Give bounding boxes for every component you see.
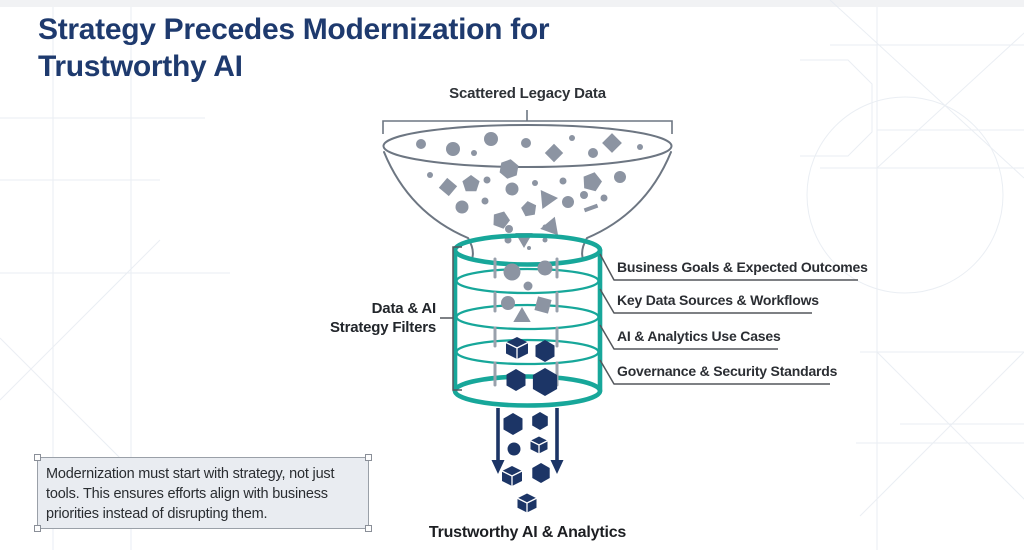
scatter-shapes-layer bbox=[416, 132, 643, 250]
circle-shape bbox=[507, 442, 521, 456]
strategy-filters-label-line1: Data & AI bbox=[371, 300, 437, 317]
circle-shape bbox=[527, 246, 531, 250]
cylinder-motion-dashes bbox=[493, 257, 559, 387]
trustworthy-ai-label: Trustworthy AI & Analytics bbox=[428, 524, 627, 541]
filter-label-ai-analytics-use-cases: AI & Analytics Use Cases bbox=[617, 328, 781, 344]
triangle-shape bbox=[540, 216, 559, 236]
circle-shape bbox=[471, 150, 477, 156]
circle-shape bbox=[455, 200, 469, 214]
circle-shape bbox=[483, 176, 491, 184]
triangle-shape bbox=[515, 233, 533, 248]
hexagon-shape bbox=[532, 412, 548, 430]
pentagon-shape bbox=[583, 172, 602, 192]
resize-handle-bottom-right[interactable] bbox=[365, 525, 372, 532]
funnel-outline bbox=[382, 124, 673, 260]
circle-shape bbox=[416, 139, 426, 149]
note-text-line2: tools. This ensures efforts align with b… bbox=[46, 486, 328, 502]
circle-shape bbox=[542, 224, 548, 230]
circle-shape bbox=[504, 236, 512, 244]
circle-shape bbox=[559, 177, 567, 185]
filter-label-business-goals: Business Goals & Expected Outcomes bbox=[617, 259, 868, 275]
note-text-line3: priorities instead of disrupting them. bbox=[46, 506, 268, 522]
circle-shape bbox=[501, 296, 515, 310]
top-strip bbox=[0, 0, 1024, 7]
hexagon-shape bbox=[499, 159, 519, 179]
scattered-legacy-data-label: Scattered Legacy Data bbox=[449, 85, 606, 102]
cube-shape bbox=[501, 466, 523, 486]
resize-handle-top-right[interactable] bbox=[365, 454, 372, 461]
circle-shape bbox=[562, 196, 574, 208]
strategy-filters-label-line2: Strategy Filters bbox=[329, 319, 436, 336]
page-title-line2: Trustworthy AI bbox=[38, 50, 243, 83]
circle-shape bbox=[600, 194, 608, 202]
cube-shape bbox=[505, 337, 529, 359]
output-shapes-layer bbox=[501, 412, 550, 513]
circle-shape bbox=[427, 172, 433, 178]
resize-handle-top-left[interactable] bbox=[34, 454, 41, 461]
circle-shape bbox=[569, 135, 575, 141]
circle-shape bbox=[503, 263, 521, 281]
bar-shape bbox=[583, 203, 599, 213]
triangle-shape bbox=[513, 307, 531, 322]
pentagon-shape bbox=[462, 175, 480, 192]
square-shape bbox=[544, 143, 564, 163]
hexagon-shape bbox=[506, 369, 526, 391]
circle-shape bbox=[637, 144, 643, 150]
circle-shape bbox=[484, 132, 498, 146]
filter-cylinder bbox=[452, 233, 603, 408]
filter-label-governance-security: Governance & Security Standards bbox=[617, 363, 838, 379]
cylinder-shapes-layer bbox=[501, 260, 558, 396]
square-shape bbox=[534, 296, 552, 314]
circle-shape bbox=[446, 142, 460, 156]
circle-shape bbox=[614, 171, 626, 183]
note-box[interactable]: Modernization must start with strategy, … bbox=[34, 454, 372, 532]
square-shape bbox=[438, 177, 458, 197]
hexagon-shape bbox=[535, 340, 555, 362]
circle-shape bbox=[532, 180, 538, 186]
scattered-data-bracket bbox=[382, 110, 673, 134]
circle-shape bbox=[542, 237, 548, 243]
cube-shape bbox=[517, 493, 537, 513]
triangle-shape bbox=[540, 190, 558, 209]
cube-shape bbox=[530, 436, 548, 454]
output-arrows bbox=[491, 408, 564, 474]
hexagon-shape bbox=[532, 368, 558, 396]
resize-handle-bottom-left[interactable] bbox=[34, 525, 41, 532]
filter-label-key-data-sources: Key Data Sources & Workflows bbox=[617, 292, 819, 308]
circle-shape bbox=[537, 260, 553, 276]
circle-shape bbox=[505, 182, 519, 196]
hexagon-shape bbox=[503, 413, 523, 435]
page-title-line1: Strategy Precedes Modernization for bbox=[38, 13, 550, 46]
circle-shape bbox=[505, 225, 513, 233]
note-text-line1: Modernization must start with strategy, … bbox=[46, 466, 335, 482]
hexagon-shape bbox=[532, 463, 550, 483]
circle-shape bbox=[523, 281, 533, 291]
left-bracket bbox=[440, 246, 462, 391]
square-shape bbox=[602, 133, 622, 153]
circle-shape bbox=[580, 191, 588, 199]
pentagon-shape bbox=[521, 201, 537, 217]
circle-shape bbox=[588, 148, 598, 158]
circle-shape bbox=[481, 197, 489, 205]
circle-shape bbox=[521, 138, 531, 148]
pentagon-shape bbox=[493, 211, 510, 229]
strategy-filters-label: Data & AI Strategy Filters bbox=[318, 299, 436, 337]
